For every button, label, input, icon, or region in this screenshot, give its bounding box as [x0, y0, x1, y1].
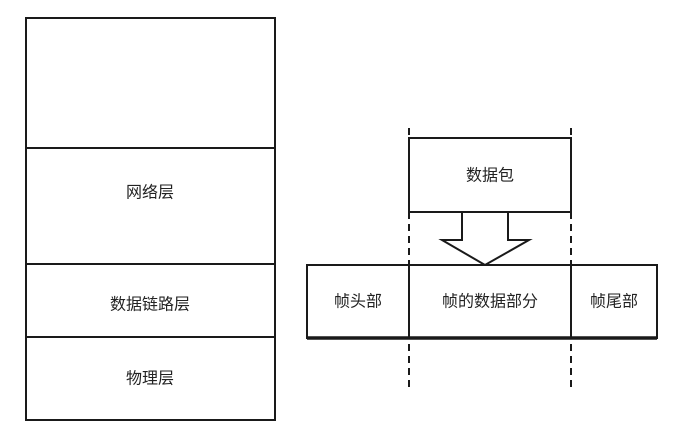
layer-network-label: 网络层	[126, 183, 174, 202]
packet-label: 数据包	[466, 166, 514, 185]
layer-stack-outline	[25, 17, 276, 421]
frame-box	[306, 264, 658, 339]
packet-box	[408, 137, 572, 213]
down-arrow-icon	[438, 211, 533, 267]
layer-data-link-label: 数据链路层	[110, 295, 190, 314]
layer-stack: 网络层 数据链路层 物理层	[25, 17, 276, 421]
frame-data-label: 帧的数据部分	[442, 292, 538, 311]
layer-physical-label: 物理层	[126, 369, 174, 388]
encapsulation: 数据包 帧头部 帧的数据部分 帧尾部	[306, 128, 658, 390]
frame-trailer-label: 帧尾部	[590, 292, 638, 311]
frame-header-label: 帧头部	[334, 292, 382, 311]
